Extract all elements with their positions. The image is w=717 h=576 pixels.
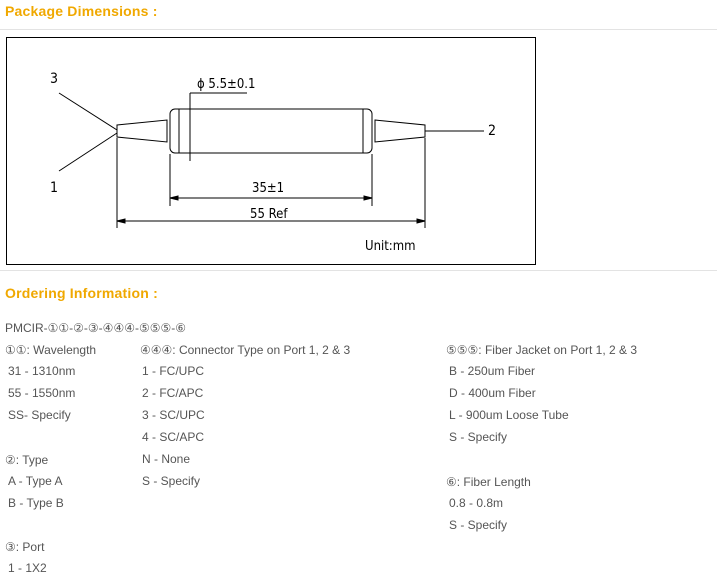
unit-label: Unit:mm [365,239,416,254]
right-boot [374,119,426,143]
section-divider [0,29,717,30]
total-length-label: 55 Ref [250,207,288,222]
ordering-information-heading: Ordering Information : [5,285,158,301]
fiber-port-1 [58,132,118,172]
diameter-label: ϕ 5.5±0.1 [197,77,255,92]
part-number-format: PMCIR-①①-②-③-④④④-⑤⑤⑤-⑥ [5,321,186,335]
jacket-option: D - 400um Fiber [449,386,536,400]
jacket-option: L - 900um Loose Tube [449,408,569,422]
port-option: 1 - 1X2 [8,561,47,575]
device-body [169,108,373,154]
wavelength-option: 31 - 1310nm [8,364,76,378]
port-title: ③: Port [5,540,45,554]
package-dimensions-heading: Package Dimensions : [5,3,158,19]
connector-title: ④④④: Connector Type on Port 1, 2 & 3 [140,343,351,357]
port-3-label: 3 [50,71,58,87]
connector-option: 4 - SC/APC [142,430,205,444]
type-option: A - Type A [8,474,63,488]
type-title: ②: Type [5,453,49,467]
left-boot [116,119,168,143]
wavelength-option: 55 - 1550nm [8,386,76,400]
type-option: B - Type B [8,496,64,510]
drawing-svg: 3 1 2 ϕ 5.5±0.1 35±1 55 Ref Unit:mm [50,71,496,254]
fiber-length-title: ⑥: Fiber Length [446,475,531,489]
connector-option: S - Specify [142,474,201,488]
jacket-option: B - 250um Fiber [449,364,536,378]
port-2-label: 2 [488,123,496,139]
connector-option: 2 - FC/APC [142,386,204,400]
port-1-label: 1 [50,180,58,196]
wavelength-option: SS- Specify [8,408,71,422]
fiber-length-option: S - Specify [449,518,508,532]
connector-option: N - None [142,452,191,466]
fiber-port-3 [58,92,118,131]
wavelength-title: ①①: Wavelength [5,343,97,357]
jacket-title: ⑤⑤⑤: Fiber Jacket on Port 1, 2 & 3 [446,343,638,357]
connector-option: 1 - FC/UPC [142,364,205,378]
connector-option: 3 - SC/UPC [142,408,205,422]
section-divider [0,270,717,271]
body-length-label: 35±1 [252,181,284,196]
package-drawing: 3 1 2 ϕ 5.5±0.1 35±1 55 Ref Unit:mm [6,37,536,265]
fiber-length-option: 0.8 - 0.8m [449,496,504,510]
jacket-option: S - Specify [449,430,508,444]
